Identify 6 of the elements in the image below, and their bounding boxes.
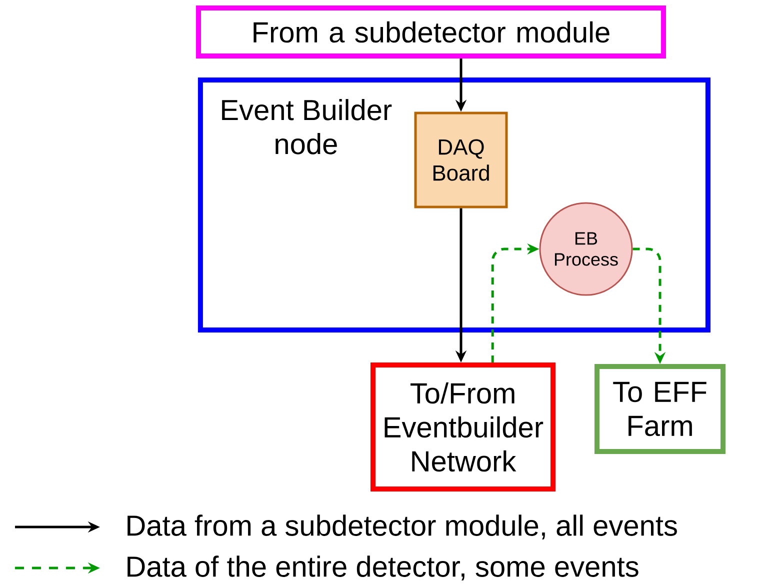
network-box: To/From Eventbuilder Network: [370, 362, 556, 492]
legend-label: Data from a subdetector module, all events: [128, 514, 677, 540]
legend-label: Data of the entire detector, some events: [128, 556, 638, 580]
farm-box: To EFF Farm: [594, 364, 726, 454]
source-box: From a subdetector module: [196, 6, 666, 58]
process-box: DAQ Board: [414, 112, 508, 208]
